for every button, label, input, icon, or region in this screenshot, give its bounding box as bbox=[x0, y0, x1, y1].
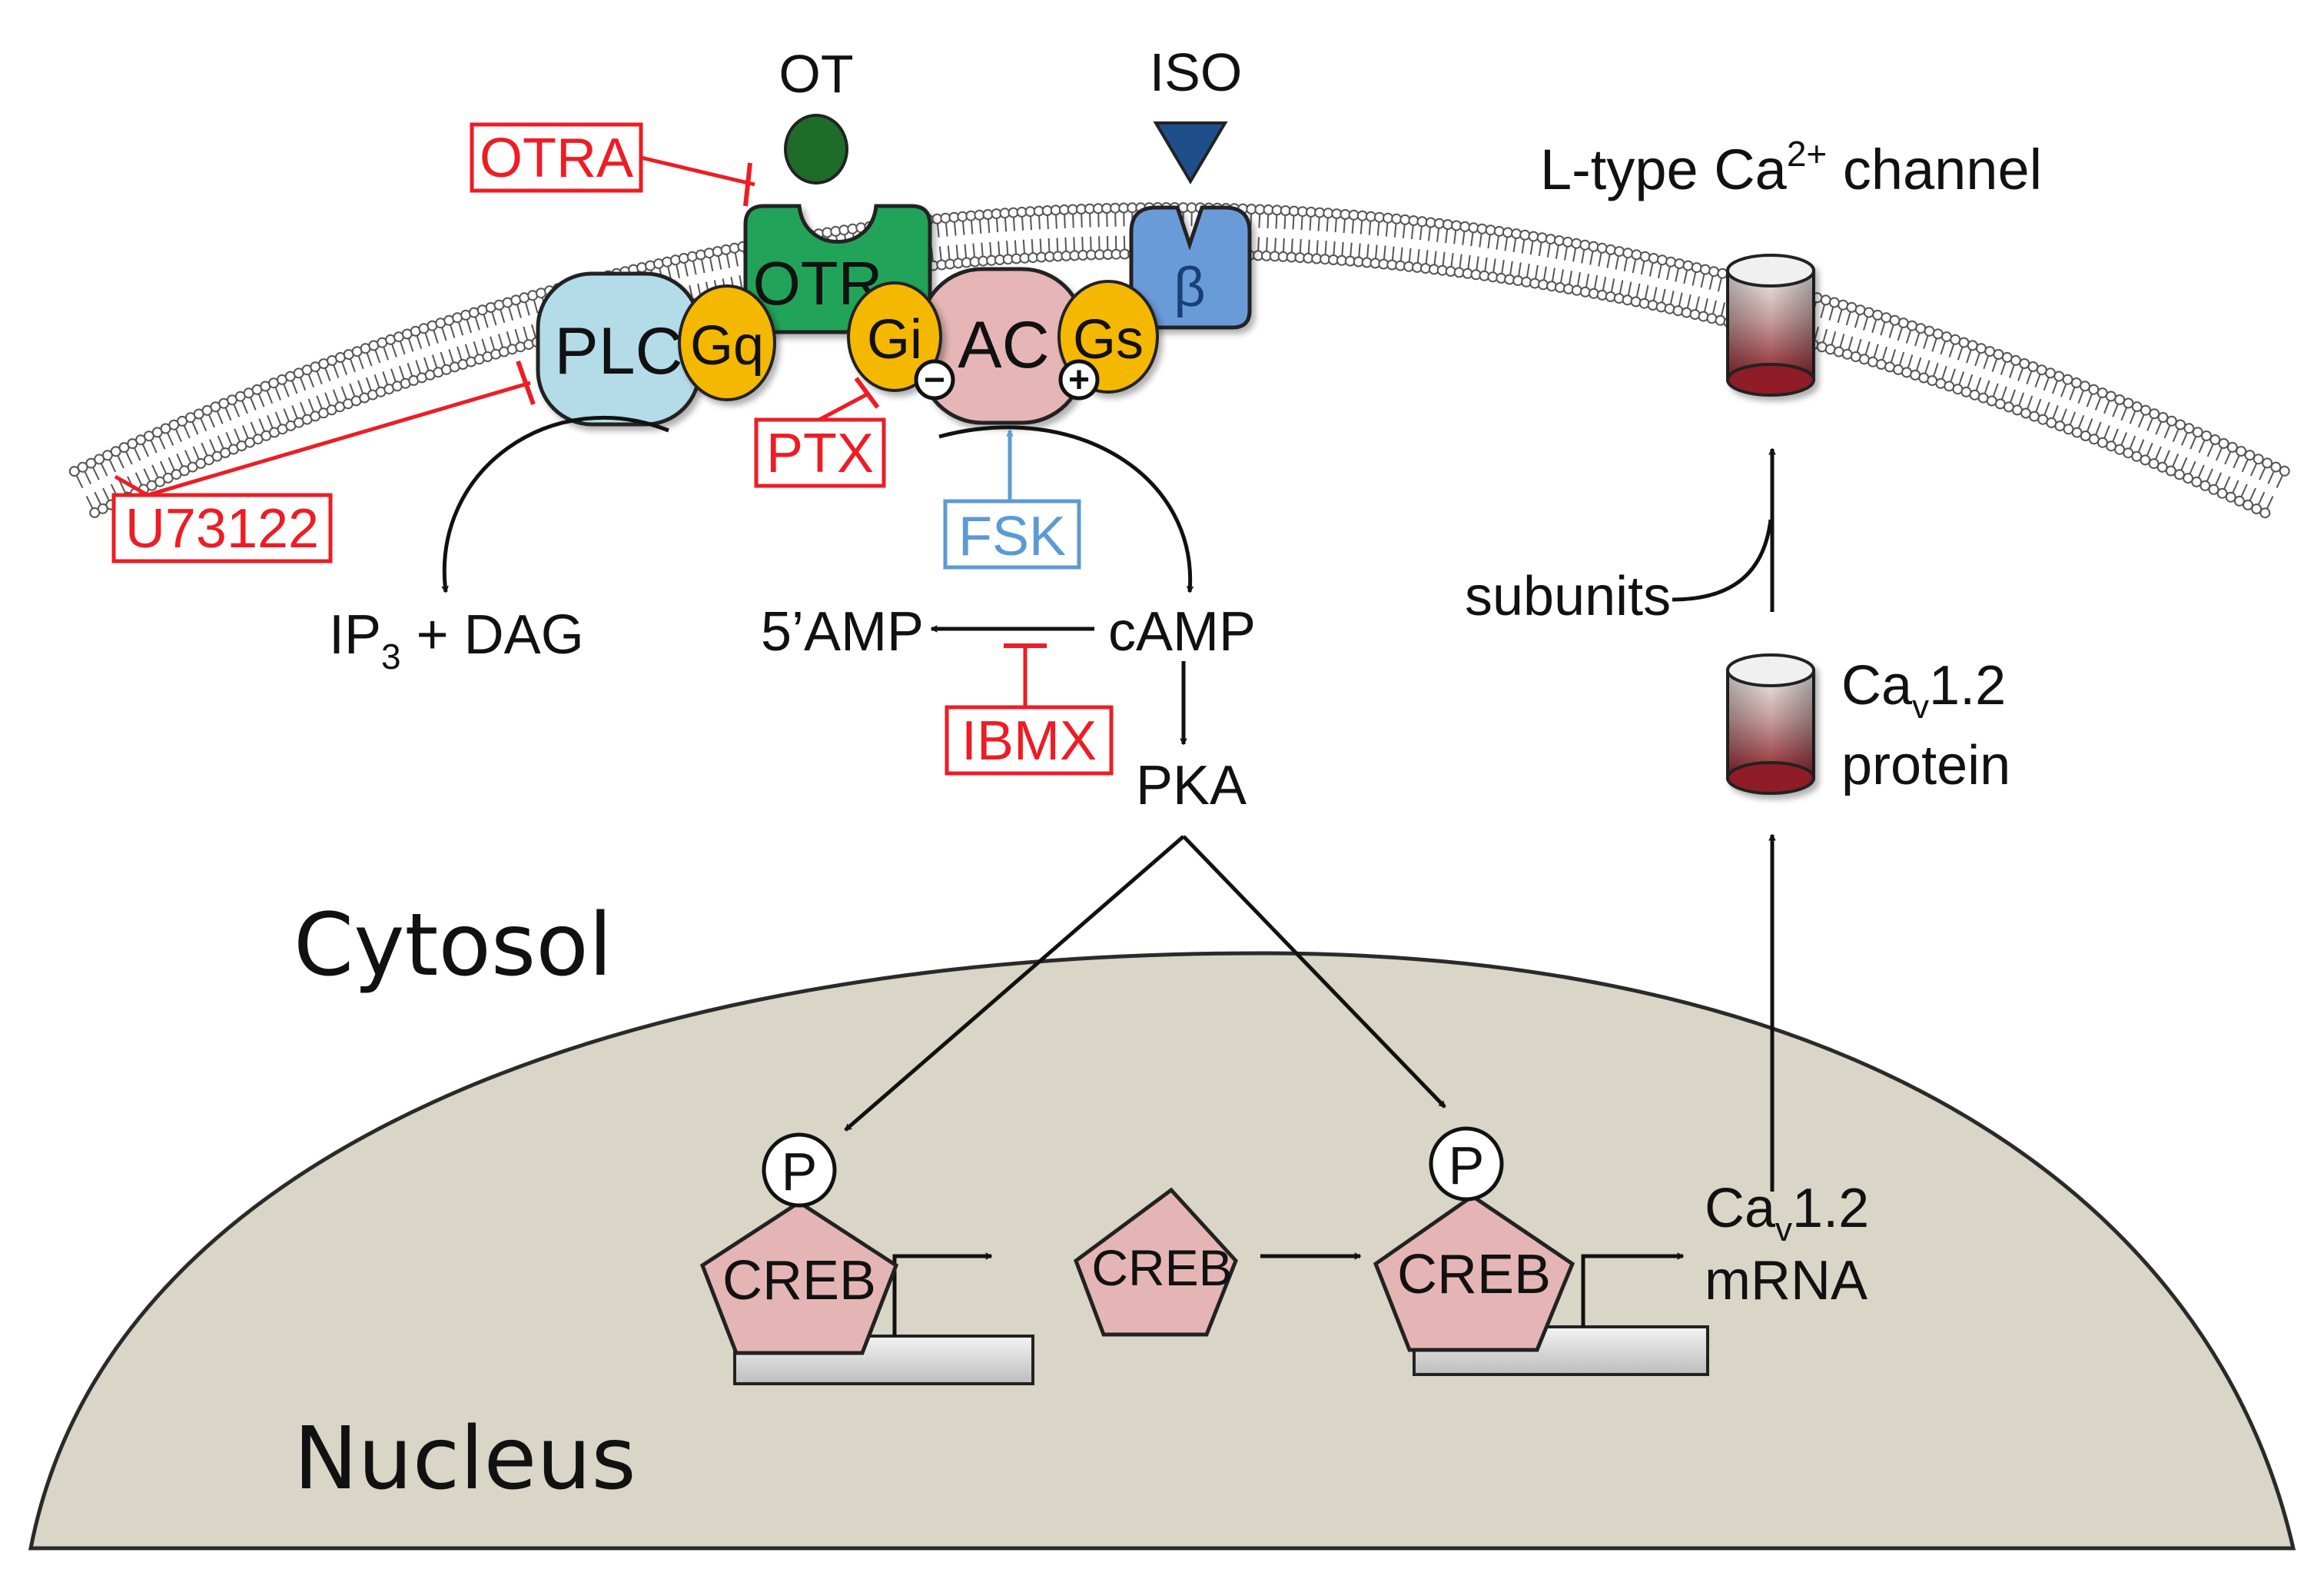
phosphate-right bbox=[1429, 1126, 1504, 1202]
cav12-protein-cylinder bbox=[1726, 653, 1815, 795]
creb-phospho-right bbox=[1373, 1193, 1575, 1352]
iso-label: ISO bbox=[1150, 42, 1243, 102]
phosphate-right-label: P bbox=[1449, 1135, 1485, 1195]
minus-sign bbox=[914, 359, 955, 401]
gq-protein bbox=[678, 284, 776, 401]
cav12-mrna-line2: mRNA bbox=[1705, 1250, 1868, 1311]
subunits-join-arrow bbox=[1672, 519, 1773, 602]
pka-to-creb-right-arrow bbox=[1182, 835, 1446, 1109]
cell-membrane bbox=[68, 202, 2290, 519]
gq-label: Gq bbox=[690, 315, 764, 377]
otra-label: OTRA bbox=[480, 128, 633, 189]
ibmx-inhibitor bbox=[945, 643, 1114, 776]
ip3-dag-label: IP3 + DAG bbox=[329, 604, 584, 676]
plc-to-ip3-arrow bbox=[444, 415, 669, 592]
fsk-activator bbox=[943, 430, 1081, 570]
gi-label: Gi bbox=[867, 309, 922, 371]
transcription-arrow-right bbox=[1581, 1256, 1683, 1327]
transcription-arrow-left bbox=[892, 1256, 991, 1336]
creb-right-label: CREB bbox=[1397, 1244, 1551, 1305]
u73122-inhibitor bbox=[111, 360, 536, 563]
beta-label: β bbox=[1174, 257, 1205, 318]
subunits-label: subunits bbox=[1465, 566, 1671, 627]
creb-phospho-left bbox=[699, 1200, 899, 1355]
camp-label: cAMP bbox=[1108, 601, 1256, 663]
cytosol-label: Cytosol bbox=[294, 896, 613, 996]
l-type-channel bbox=[1726, 254, 1815, 397]
plus-symbol: + bbox=[1068, 360, 1090, 401]
cav12-mrna-label: Cav1.2 bbox=[1705, 1178, 1869, 1248]
ptx-inhibitor bbox=[754, 377, 886, 488]
l-type-channel-label: L-type Ca2+ channel bbox=[1540, 134, 2042, 201]
ot-ligand bbox=[784, 114, 848, 184]
creb-unphospho bbox=[1073, 1187, 1238, 1337]
iso-ligand bbox=[1153, 121, 1228, 184]
otra-inhibitor bbox=[470, 122, 755, 207]
beta-receptor bbox=[1129, 205, 1252, 330]
plc-label: PLC bbox=[554, 314, 682, 388]
phosphate-left bbox=[762, 1132, 837, 1208]
ibmx-label: IBMX bbox=[961, 710, 1097, 772]
ac-label: AC bbox=[958, 308, 1049, 382]
pka-to-creb-left-arrow bbox=[844, 835, 1185, 1132]
ot-label: OT bbox=[779, 44, 853, 104]
phosphate-left-label: P bbox=[782, 1142, 818, 1202]
cav12-protein-label: Cav1.2 bbox=[1841, 655, 2006, 726]
plus-sign bbox=[1058, 359, 1100, 401]
cav12-protein-line2: protein bbox=[1841, 735, 2010, 796]
u73122-label: U73122 bbox=[125, 498, 319, 560]
ptx-label: PTX bbox=[766, 423, 874, 484]
creb-left-label: CREB bbox=[722, 1250, 876, 1311]
gi-protein bbox=[847, 281, 942, 392]
nucleus-label: Nucleus bbox=[294, 1409, 636, 1509]
minus-symbol: − bbox=[924, 360, 945, 401]
creb-middle-label: CREB bbox=[1091, 1239, 1232, 1296]
ac-to-camp-arrow bbox=[938, 425, 1190, 592]
pka-label: PKA bbox=[1136, 755, 1247, 816]
5amp-label: 5’AMP bbox=[761, 601, 924, 663]
fsk-label: FSK bbox=[958, 506, 1066, 567]
